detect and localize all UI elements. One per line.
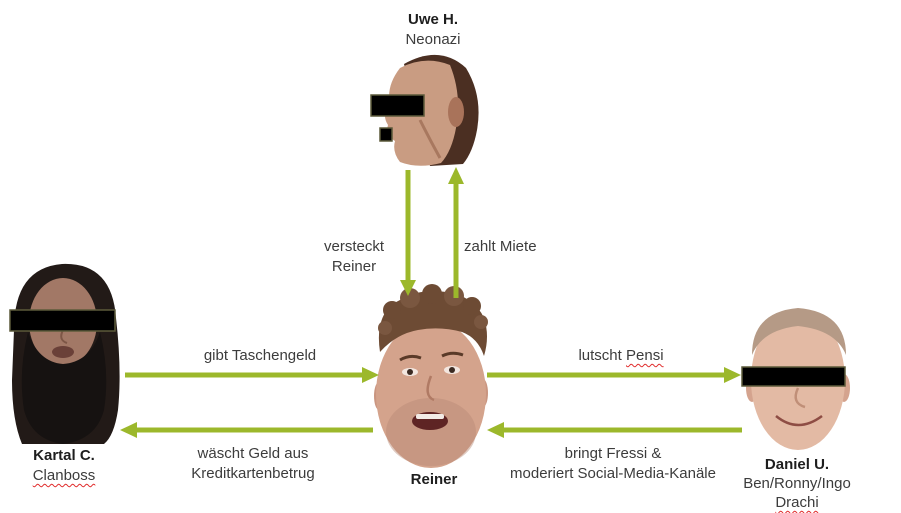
caption-kartal: Kartal C. Clanboss [4, 446, 124, 486]
label-line: wäscht Geld aus [163, 444, 343, 464]
label-kartal-to-reiner: gibt Taschengeld [170, 346, 350, 366]
arrow-head [448, 167, 464, 184]
label-line: Kreditkartenbetrug [163, 464, 343, 484]
label-line: moderiert Social-Media-Kanäle [493, 464, 733, 484]
label-line: versteckt [294, 237, 414, 257]
daniel-photo [742, 308, 850, 450]
reiner-hair-curl [463, 297, 481, 315]
label-line: Reiner [294, 257, 414, 277]
reiner-photo [374, 284, 488, 468]
person-role: Clanboss [4, 466, 124, 486]
arrow-uwe-to-reiner [400, 170, 416, 296]
uwe-photo [371, 55, 479, 166]
censor-bar [371, 95, 424, 116]
arrow-head [120, 422, 137, 438]
reiner-hair-curl [383, 301, 401, 319]
label-reiner-to-uwe: zahlt Miete [464, 237, 574, 257]
label-word: lutscht [578, 347, 621, 364]
label-word-flagged: Pensi [626, 347, 664, 364]
uwe-ear [448, 97, 464, 127]
person-name: Kartal C. [4, 446, 124, 466]
arrow-daniel-to-reiner [487, 422, 742, 438]
person-name: Uwe H. [363, 10, 503, 30]
label-line: gibt Taschengeld [170, 346, 350, 366]
censor-bar [742, 367, 845, 386]
caption-uwe: Uwe H. Neonazi [363, 10, 503, 50]
person-name: Daniel U. [732, 455, 862, 474]
person-role: Neonazi [363, 30, 503, 50]
label-line: lutscht Pensi [521, 346, 721, 366]
reiner-teeth [416, 414, 444, 419]
label-reiner-to-kartal: wäscht Geld aus Kreditkartenbetrug [163, 444, 343, 484]
arrow-reiner-to-kartal [120, 422, 373, 438]
arrow-reiner-to-daniel [487, 367, 741, 383]
reiner-hair-curl [378, 321, 392, 335]
label-line: zahlt Miete [464, 237, 574, 257]
label-reiner-to-daniel: lutscht Pensi [521, 346, 721, 366]
caption-reiner: Reiner [384, 470, 484, 490]
arrow-reiner-to-uwe [448, 167, 464, 298]
reiner-stubble [386, 398, 476, 466]
person-role: Ben/Ronny/Ingo [732, 474, 862, 493]
label-line: bringt Fressi & [493, 444, 733, 464]
person-role: Drachi [732, 493, 862, 512]
arrow-kartal-to-reiner [125, 367, 379, 383]
arrow-head [724, 367, 741, 383]
label-uwe-to-reiner: versteckt Reiner [294, 237, 414, 277]
reiner-hair-curl [474, 315, 488, 329]
reiner-pupil [449, 367, 455, 373]
caption-daniel: Daniel U. Ben/Ronny/Ingo Drachi [732, 455, 862, 512]
censor-square [380, 128, 392, 141]
reiner-pupil [407, 369, 413, 375]
arrow-head [487, 422, 504, 438]
kartal-photo [10, 264, 120, 444]
arrow-head [362, 367, 379, 383]
person-name: Reiner [384, 470, 484, 490]
label-daniel-to-reiner: bringt Fressi & moderiert Social-Media-K… [493, 444, 733, 484]
kartal-mouth [52, 346, 74, 358]
reiner-hair-curl [422, 284, 442, 304]
censor-bar [10, 310, 115, 331]
